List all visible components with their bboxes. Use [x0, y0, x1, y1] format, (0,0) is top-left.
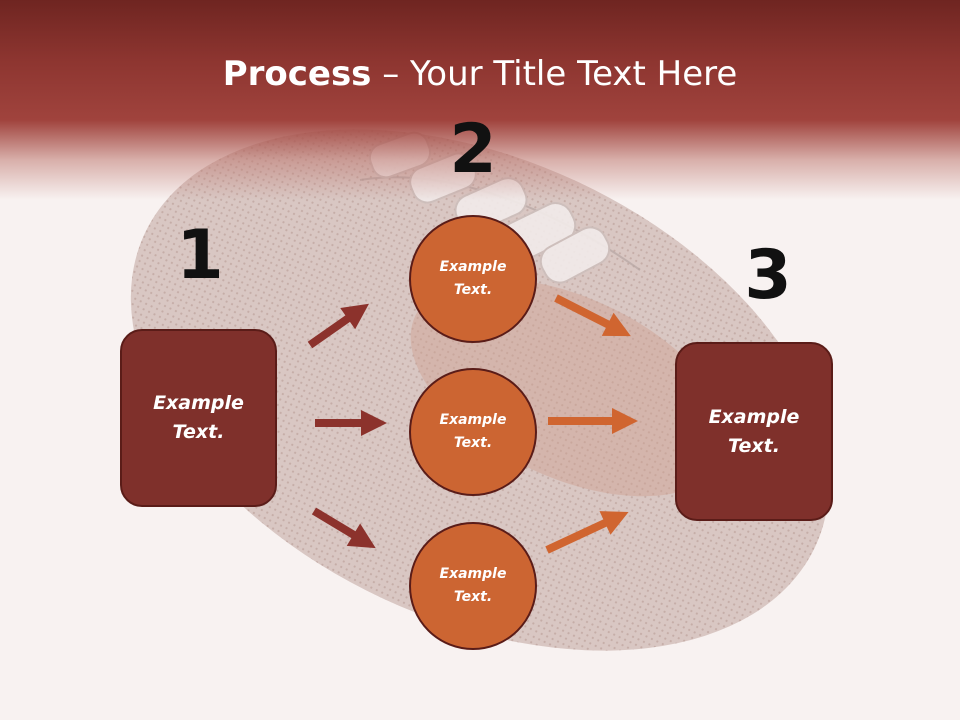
step-number-3: 3 — [744, 236, 792, 315]
left-box-label: Example Text. — [153, 392, 244, 443]
circle-middle: Example Text. — [409, 368, 537, 496]
header-band — [0, 0, 960, 200]
left-process-box: Example Text. — [120, 329, 277, 507]
title-bold: Process — [222, 54, 372, 94]
circle-bottom: Example Text. — [409, 522, 537, 650]
circle-top: Example Text. — [409, 215, 537, 343]
step-number-2: 2 — [449, 110, 497, 189]
step-number-1: 1 — [176, 216, 224, 295]
circle-top-label: Example Text. — [439, 259, 507, 298]
arrow-bottom-to-right — [545, 511, 629, 554]
circle-middle-label: Example Text. — [439, 412, 507, 451]
title-rest: – Your Title Text Here — [371, 54, 738, 94]
arrow-middle-to-right — [548, 408, 638, 434]
right-box-label: Example Text. — [708, 405, 800, 457]
arrow-top-to-right — [554, 294, 631, 337]
slide-title: Process – Your Title Text Here — [0, 52, 960, 96]
circle-bottom-label: Example Text. — [439, 566, 507, 605]
arrow-left-to-middle — [315, 410, 387, 436]
right-process-box: Example Text. — [675, 342, 833, 521]
arrow-left-to-bottom — [311, 507, 376, 549]
arrow-left-to-top — [307, 303, 369, 349]
